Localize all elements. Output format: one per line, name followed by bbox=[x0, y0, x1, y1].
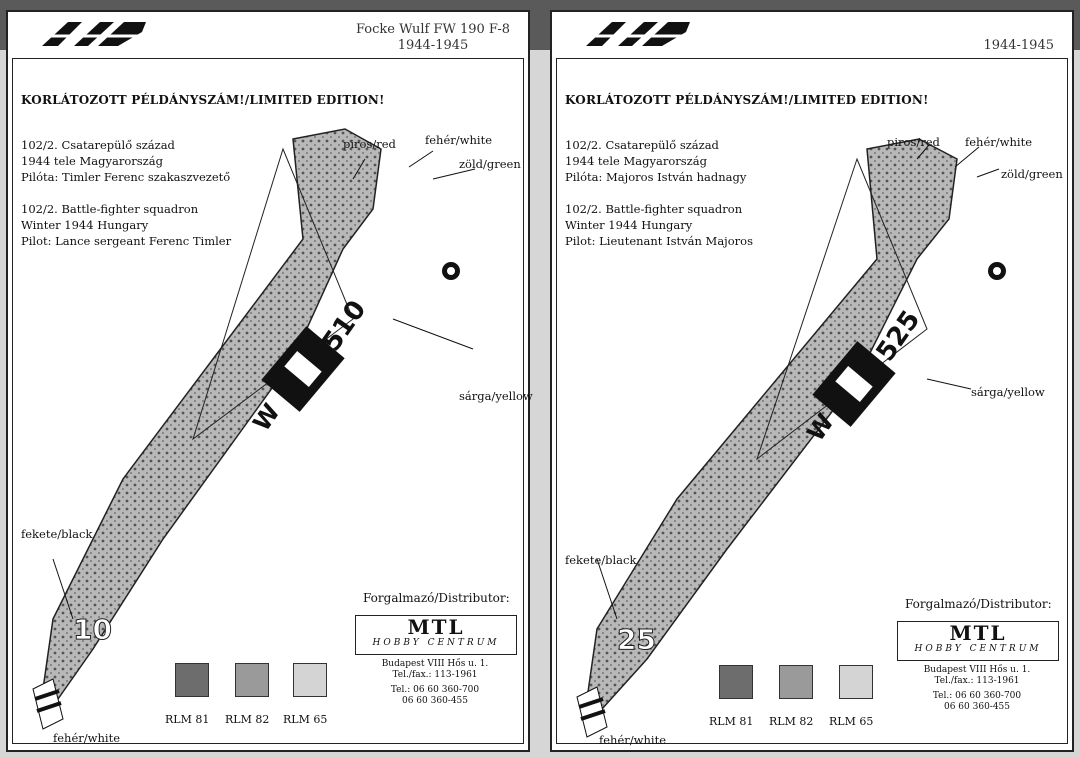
fuselage bbox=[42, 128, 382, 701]
swatch-rlm65 bbox=[293, 663, 327, 697]
info-line: 102/2. Csatarepülő század bbox=[565, 138, 719, 152]
spinner bbox=[32, 678, 64, 730]
years: 1944-1945 bbox=[397, 38, 469, 53]
years: 1944-1945 bbox=[983, 38, 1054, 53]
distributor-title: Forgalmazó/Distributor: bbox=[363, 591, 510, 605]
distributor-address: Budapest VIII Hős u. 1. Tel./fax.: 113-1… bbox=[897, 665, 1057, 713]
swatch-label: RLM 65 bbox=[283, 713, 328, 726]
distributor-logo-text: MTL bbox=[949, 621, 1007, 645]
english-info: 102/2. Battle-fighter squadron Winter 19… bbox=[21, 201, 231, 249]
label-red: piros/red bbox=[887, 135, 940, 149]
info-line: Pilot: Lance sergeant Ferenc Timler bbox=[21, 234, 232, 248]
hungarian-info: 102/2. Csatarepülő század 1944 tele Magy… bbox=[21, 137, 230, 185]
sheet-title: 1944-1945 bbox=[983, 38, 1054, 54]
label-yellow: sárga/yellow bbox=[459, 389, 533, 403]
swatch-label: RLM 81 bbox=[165, 713, 210, 726]
info-line: Winter 1944 Hungary bbox=[565, 218, 693, 232]
limited-edition-title: KORLÁTOZOTT PÉLDÁNYSZÁM!/LIMITED EDITION… bbox=[565, 93, 929, 107]
swatch-rlm65 bbox=[839, 665, 873, 699]
swatch-label: RLM 82 bbox=[769, 715, 814, 728]
address-line: 06 60 360-455 bbox=[943, 702, 1011, 712]
info-line: Pilot: Lieutenant István Majoros bbox=[565, 234, 753, 248]
sheet-header: Focke Wulf FW 190 F-8 1944-1945 bbox=[14, 16, 522, 53]
manufacturer-logo-icon bbox=[586, 22, 690, 46]
aircraft-profile: 510 W 10 bbox=[32, 128, 476, 730]
distributor-logo: MTL HOBBY CENTRUM bbox=[355, 615, 517, 655]
address-line: Tel.: 06 60 360-700 bbox=[932, 691, 1022, 701]
balkenkreuz-center bbox=[284, 351, 322, 387]
sheet-header: 1944-1945 bbox=[558, 16, 1066, 53]
manufacturer-logo-icon bbox=[42, 22, 146, 46]
label-green: zöld/green bbox=[1001, 167, 1063, 181]
info-line: Pilóta: Majoros István hadnagy bbox=[565, 170, 747, 184]
address-line: Tel./fax.: 113-1961 bbox=[392, 670, 478, 680]
distributor-address: Budapest VIII Hős u. 1. Tel./fax.: 113-1… bbox=[355, 659, 515, 707]
address-line: 06 60 360-455 bbox=[401, 696, 469, 706]
label-black: fekete/black bbox=[21, 527, 93, 541]
sheet-content: KORLÁTOZOTT PÉLDÁNYSZÁM!/LIMITED EDITION… bbox=[556, 58, 1068, 747]
swatch-label: RLM 81 bbox=[709, 715, 754, 728]
distributor-sub: HOBBY CENTRUM bbox=[914, 644, 1042, 654]
nose-number: 10 bbox=[73, 613, 112, 646]
balkenkreuz-center bbox=[835, 366, 873, 402]
swatch-rlm81 bbox=[175, 663, 209, 697]
sheet-content: KORLÁTOZOTT PÉLDÁNYSZÁM!/LIMITED EDITION… bbox=[12, 58, 533, 745]
swatch-rlm82 bbox=[779, 665, 813, 699]
info-line: Pilóta: Timler Ferenc szakaszvezető bbox=[21, 170, 231, 184]
fuselage bbox=[586, 138, 958, 710]
limited-edition-title: KORLÁTOZOTT PÉLDÁNYSZÁM!/LIMITED EDITION… bbox=[21, 93, 385, 107]
swatch-rlm82 bbox=[235, 663, 269, 697]
info-line: Winter 1944 Hungary bbox=[21, 218, 149, 232]
swatch-label: RLM 82 bbox=[225, 713, 270, 726]
aircraft-title: Focke Wulf FW 190 F-8 bbox=[356, 22, 510, 37]
label-green: zöld/green bbox=[459, 157, 521, 171]
aircraft-profile: 525 W 25 bbox=[576, 138, 1006, 738]
hungarian-info: 102/2. Csatarepülő század 1944 tele Magy… bbox=[565, 137, 746, 185]
label-red: piros/red bbox=[343, 137, 396, 151]
label-black: fekete/black bbox=[565, 553, 637, 567]
distributor-logo: MTL HOBBY CENTRUM bbox=[897, 621, 1059, 661]
info-line: 102/2. Battle-fighter squadron bbox=[21, 202, 199, 216]
address-line: Budapest VIII Hős u. 1. bbox=[923, 665, 1031, 675]
address-line: Budapest VIII Hős u. 1. bbox=[381, 659, 489, 669]
label-white-bottom: fehér/white bbox=[599, 733, 667, 747]
nose-number: 25 bbox=[617, 623, 656, 656]
label-yellow: sárga/yellow bbox=[971, 385, 1045, 399]
address-line: Tel./fax.: 113-1961 bbox=[934, 676, 1020, 686]
info-line: 102/2. Battle-fighter squadron bbox=[565, 202, 743, 216]
distributor-logo-text: MTL bbox=[407, 615, 465, 639]
distributor-title: Forgalmazó/Distributor: bbox=[905, 597, 1052, 611]
english-info: 102/2. Battle-fighter squadron Winter 19… bbox=[565, 201, 753, 249]
sheet-title: Focke Wulf FW 190 F-8 1944-1945 bbox=[356, 22, 510, 54]
swatch-label: RLM 65 bbox=[829, 715, 874, 728]
distributor-sub: HOBBY CENTRUM bbox=[372, 638, 500, 648]
info-line: 102/2. Csatarepülő század bbox=[21, 138, 175, 152]
info-line: 1944 tele Magyarország bbox=[565, 154, 707, 168]
label-white-bottom: fehér/white bbox=[53, 731, 121, 745]
left-sheet: Focke Wulf FW 190 F-8 1944-1945 KORLÁTOZ… bbox=[6, 10, 533, 752]
info-line: 1944 tele Magyarország bbox=[21, 154, 163, 168]
label-white: fehér/white bbox=[425, 133, 493, 147]
swatch-rlm81 bbox=[719, 665, 753, 699]
address-line: Tel.: 06 60 360-700 bbox=[390, 685, 480, 695]
label-white: fehér/white bbox=[965, 135, 1033, 149]
right-sheet: 1944-1945 KORLÁTOZOTT PÉLDÁNYSZÁM!/LIMIT… bbox=[550, 10, 1074, 752]
spinner bbox=[576, 686, 608, 738]
